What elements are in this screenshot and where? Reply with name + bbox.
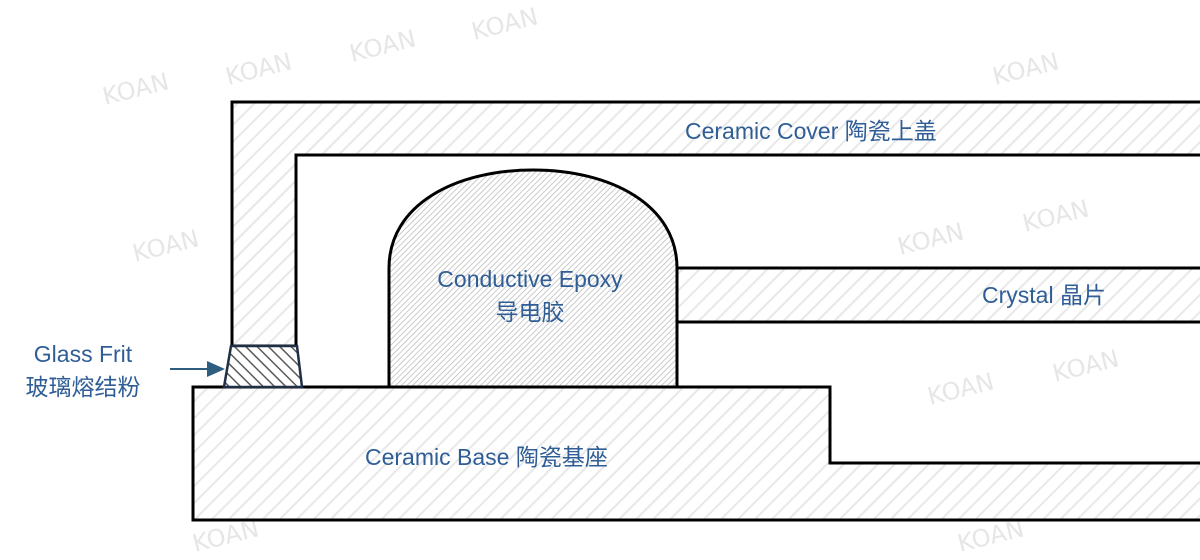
crystal [675, 266, 1200, 324]
conductive-epoxy-label-cn: 导电胶 [496, 299, 565, 325]
conductive-epoxy [387, 168, 679, 389]
watermark: KOAN [130, 224, 202, 267]
glass-frit [222, 344, 304, 389]
watermark: KOAN [223, 47, 295, 90]
glass-frit-label-cn: 玻璃熔结粉 [26, 374, 141, 400]
glass-frit-label-en: Glass Frit [34, 341, 133, 367]
watermark: KOAN [925, 367, 997, 410]
watermark: KOAN [895, 217, 967, 260]
ceramic-base [191, 385, 1200, 522]
watermark: KOAN [100, 67, 172, 110]
ceramic-base-label: Ceramic Base 陶瓷基座 [365, 444, 608, 470]
watermark: KOAN [469, 2, 541, 45]
watermark: KOAN [1020, 194, 1092, 237]
conductive-epoxy-label-en: Conductive Epoxy [437, 266, 623, 292]
watermark: KOAN [990, 47, 1062, 90]
crystal-label: Crystal 晶片 [982, 282, 1106, 308]
watermark: KOAN [347, 24, 419, 67]
ceramic-cover-label: Ceramic Cover 陶瓷上盖 [685, 118, 937, 144]
watermark: KOAN [1050, 344, 1122, 387]
